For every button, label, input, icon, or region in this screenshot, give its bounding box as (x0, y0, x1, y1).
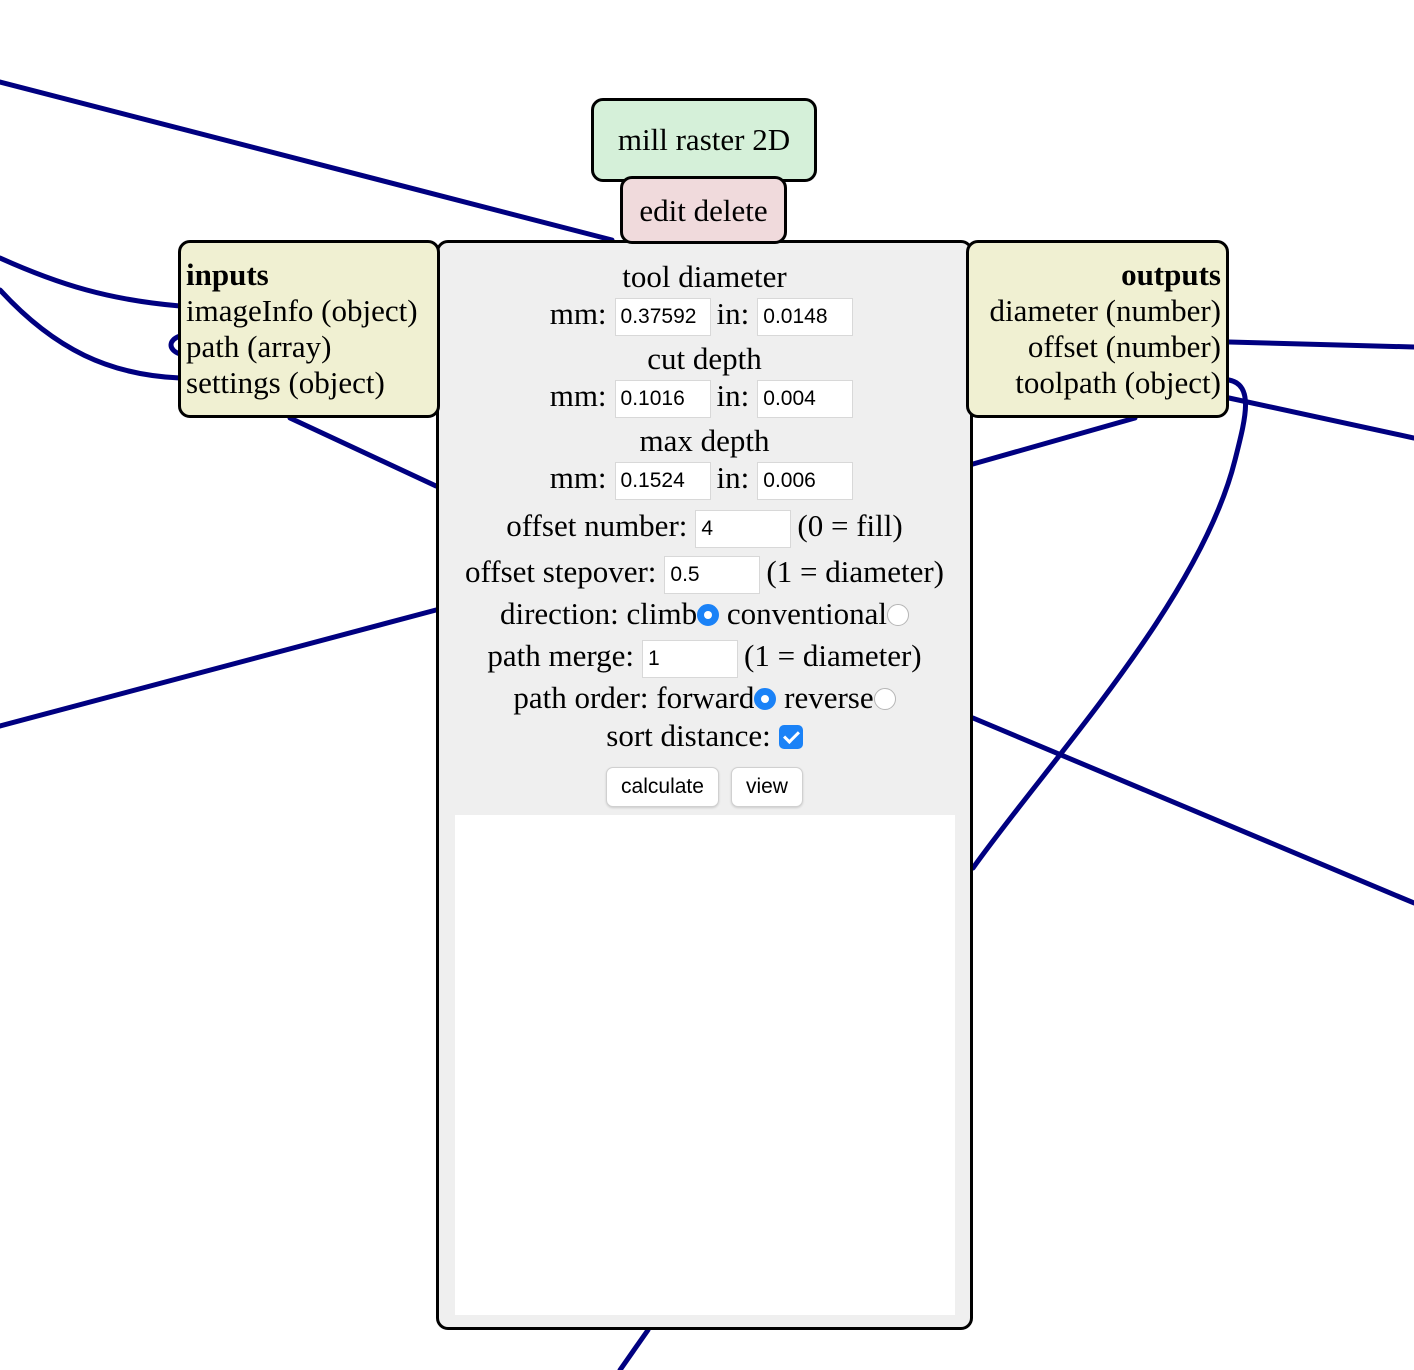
wire (1226, 395, 1414, 441)
view-button[interactable]: view (730, 767, 803, 807)
offset-number-label: offset number: (506, 508, 688, 543)
module-title-label: mill raster 2D (617, 122, 791, 157)
max-depth-mm-input[interactable] (614, 461, 711, 500)
cut-depth-mm-label: mm: (549, 378, 607, 413)
cut-depth-in-input[interactable] (757, 379, 854, 418)
output-port-offset[interactable]: offset (number) (1027, 329, 1221, 364)
direction-climb-radio[interactable] (697, 603, 720, 626)
sort-distance-row: sort distance: (439, 718, 970, 754)
sort-distance-label: sort distance: (606, 718, 771, 753)
path-order-label: path order: (513, 680, 649, 715)
input-port-imageinfo[interactable]: imageInfo (object) (186, 293, 418, 328)
wire (287, 415, 439, 489)
max-depth-mm-label: mm: (549, 460, 607, 495)
input-port-path[interactable]: path (array) (186, 329, 332, 364)
delete-button[interactable]: delete (693, 193, 768, 228)
action-buttons-row: calculate view (439, 765, 970, 807)
module-title[interactable]: mill raster 2D (591, 98, 817, 182)
sort-distance-checkbox[interactable] (778, 724, 803, 749)
cut-depth-heading: cut depth (647, 341, 762, 376)
offset-number-hint: (0 = fill) (797, 508, 903, 543)
input-port-settings[interactable]: settings (object) (186, 365, 385, 400)
wire (0, 255, 183, 309)
edit-delete-bar: edit delete (620, 176, 787, 244)
tool-diameter-row: mm: in: (439, 296, 970, 336)
direction-conventional-label: conventional (726, 596, 888, 631)
inputs-panel: inputs imageInfo (object) path (array) s… (178, 240, 440, 418)
wire (0, 79, 615, 243)
tool-diameter-heading: tool diameter (622, 259, 787, 294)
wire (0, 287, 183, 381)
module-settings-panel: tool diameter mm: in: cut depth mm: in: ma… (436, 240, 973, 1330)
wire (617, 1327, 651, 1370)
direction-conventional-radio[interactable] (887, 603, 910, 626)
offset-stepover-hint: (1 = diameter) (766, 554, 944, 589)
outputs-title: outputs (1121, 257, 1221, 292)
offset-stepover-label: offset stepover: (465, 554, 657, 589)
path-order-reverse-radio[interactable] (873, 687, 896, 710)
path-order-forward-radio[interactable] (754, 687, 777, 710)
offset-number-row: offset number: (0 = fill) (439, 508, 970, 548)
max-depth-heading: max depth (639, 423, 770, 458)
tool-diameter-in-input[interactable] (757, 297, 854, 336)
wire (970, 715, 1414, 906)
cut-depth-mm-input[interactable] (614, 379, 711, 418)
tool-diameter-in-label: in: (716, 296, 750, 331)
path-merge-hint: (1 = diameter) (744, 638, 922, 673)
calculate-button[interactable]: calculate (606, 767, 719, 807)
output-port-toolpath[interactable]: toolpath (object) (1015, 365, 1221, 400)
outputs-panel: outputs diameter (number) offset (number… (966, 240, 1229, 418)
wire (970, 415, 1138, 467)
wire (1226, 339, 1414, 350)
max-depth-in-label: in: (716, 460, 750, 495)
cut-depth-row: mm: in: (439, 378, 970, 418)
inputs-title: inputs (186, 257, 269, 292)
path-order-reverse-label: reverse (784, 680, 874, 715)
path-order-row: path order: forward reverse (439, 680, 970, 716)
direction-row: direction: climb conventional (439, 596, 970, 632)
direction-label: direction: (499, 596, 619, 631)
cut-depth-in-label: in: (716, 378, 750, 413)
offset-number-input[interactable] (695, 509, 792, 548)
wire (0, 607, 439, 729)
offset-stepover-row: offset stepover: (1 = diameter) (439, 554, 970, 594)
tool-diameter-mm-input[interactable] (614, 297, 711, 336)
output-port-diameter[interactable]: diameter (number) (989, 293, 1221, 328)
path-merge-label: path merge: (487, 638, 635, 673)
offset-stepover-input[interactable] (664, 555, 761, 594)
path-merge-input[interactable] (642, 639, 739, 678)
max-depth-in-input[interactable] (757, 461, 854, 500)
path-merge-row: path merge: (1 = diameter) (439, 638, 970, 678)
path-order-forward-label: forward (656, 680, 755, 715)
tool-diameter-mm-label: mm: (549, 296, 607, 331)
max-depth-row: mm: in: (439, 460, 970, 500)
direction-climb-label: climb (626, 596, 698, 631)
toolpath-preview-canvas[interactable] (455, 815, 955, 1315)
wire (168, 333, 183, 357)
wire (970, 377, 1249, 871)
edit-button[interactable]: edit (639, 193, 686, 228)
